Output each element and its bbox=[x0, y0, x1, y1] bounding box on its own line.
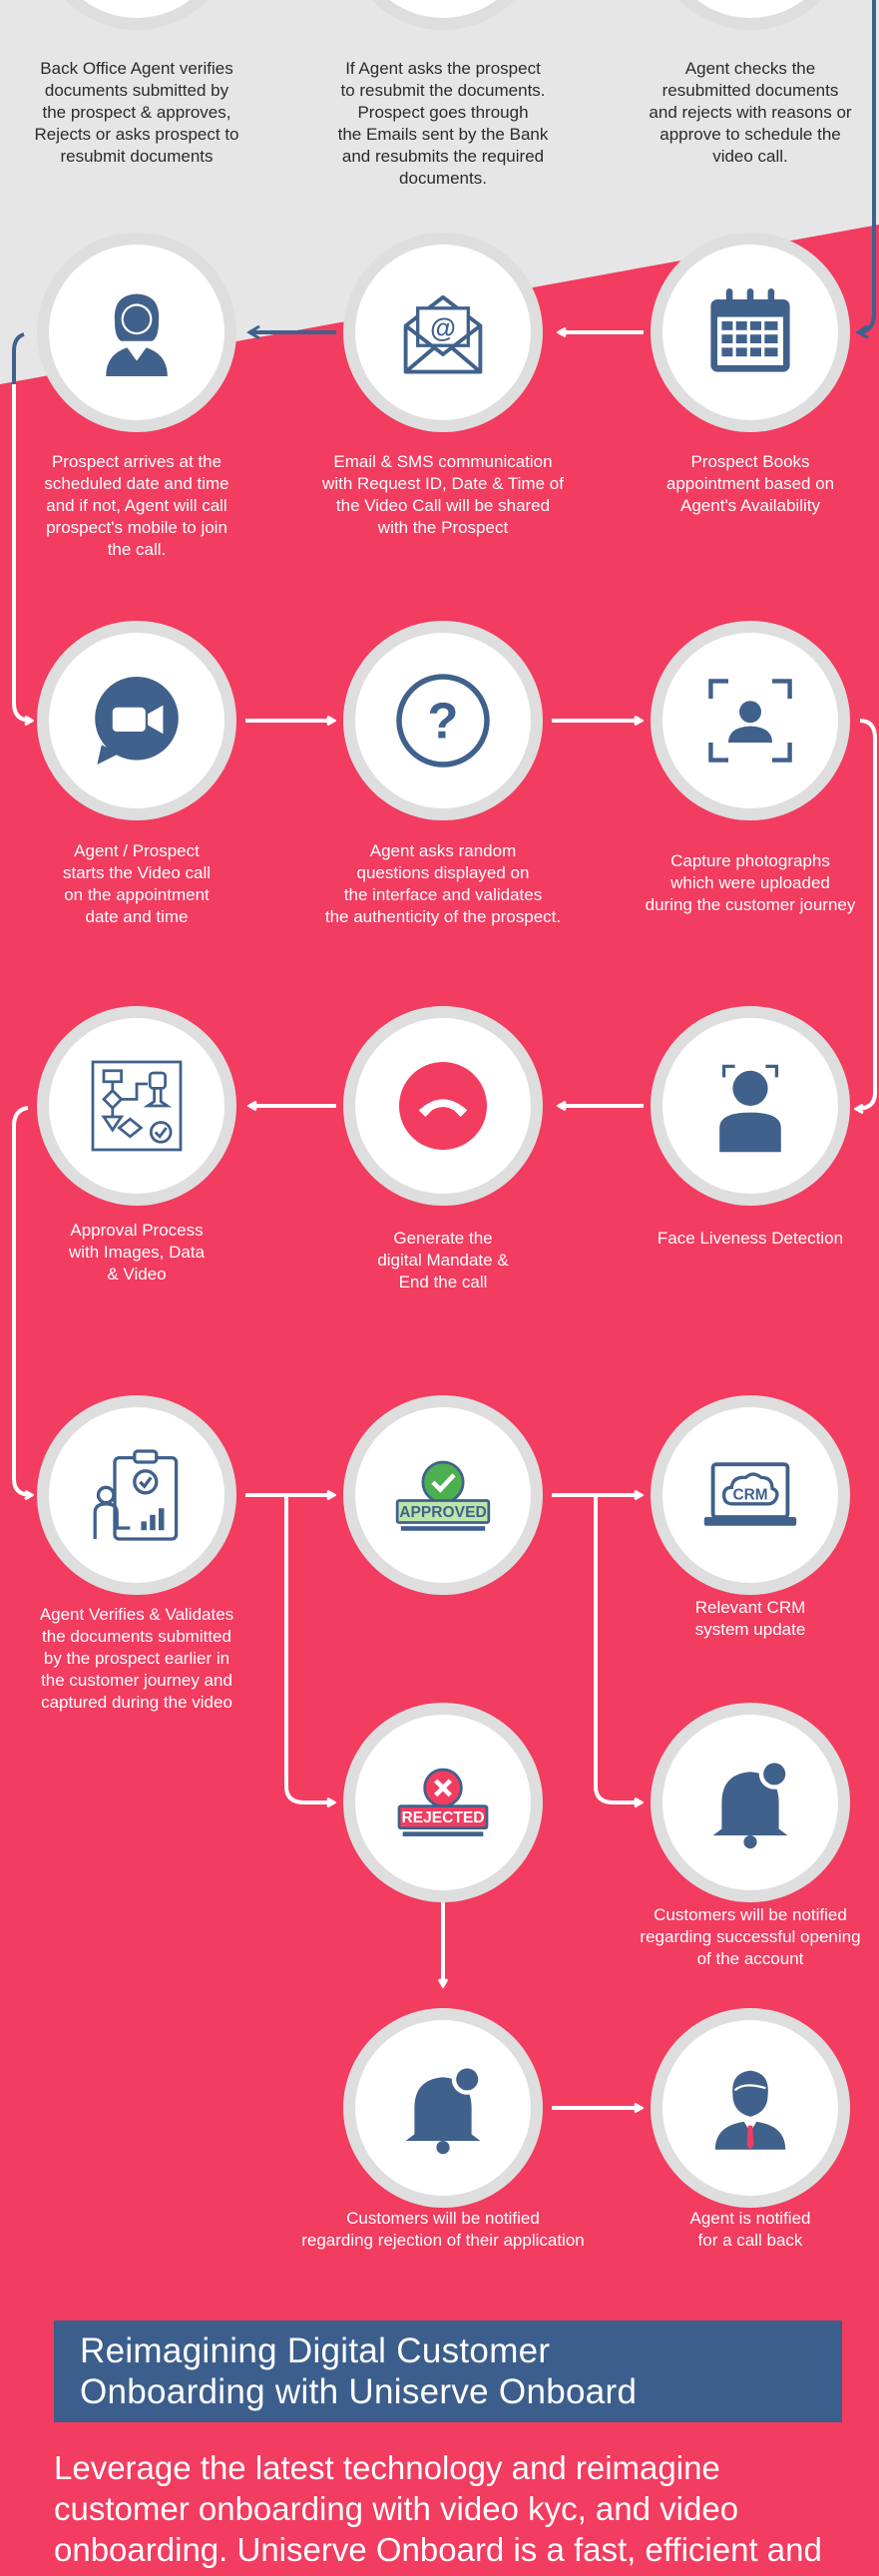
clipboard-validate-icon bbox=[93, 1449, 179, 1541]
arrow-approved-to-notify bbox=[594, 1495, 642, 1803]
agent-male-icon bbox=[714, 2070, 786, 2150]
arrow-validate-to-rejected bbox=[284, 1495, 334, 1803]
node-crm: CRM bbox=[651, 1395, 850, 1595]
arrow-approval-to-validate bbox=[12, 1106, 32, 1495]
caption-agent-checks-resubmitted: Agent checks the resubmitted documents a… bbox=[649, 59, 852, 166]
caption-email-sms: Email & SMS communication with Request I… bbox=[322, 452, 564, 537]
node-calendar bbox=[651, 233, 850, 432]
approval-flow-icon bbox=[91, 1060, 183, 1152]
photo-capture-icon bbox=[708, 679, 792, 763]
video-call-icon bbox=[95, 677, 179, 765]
node-approved: APPROVED bbox=[343, 1395, 543, 1595]
arrow-capture-to-liveness bbox=[856, 719, 877, 1109]
node-approval-process bbox=[37, 1006, 236, 1206]
caption-notified-rejection: Customers will be notified regarding rej… bbox=[301, 2209, 585, 2250]
banner-title: Reimagining Digital Customer Onboarding … bbox=[80, 2331, 638, 2411]
section-banner: Reimagining Digital Customer Onboarding … bbox=[54, 2320, 842, 2422]
caption-random-questions: Agent asks random questions displayed on… bbox=[324, 841, 562, 926]
caption-resubmit-documents: If Agent asks the prospect to resubmit t… bbox=[337, 59, 549, 188]
node-question: ? bbox=[343, 621, 543, 820]
caption-notified-success: Customers will be notified regarding suc… bbox=[640, 1905, 861, 1968]
node-face-liveness bbox=[651, 1006, 850, 1206]
face-liveness-icon bbox=[719, 1064, 781, 1153]
node-notify-success bbox=[651, 1703, 850, 1902]
rejected-stamp-text: REJECTED bbox=[401, 1809, 484, 1826]
email-icon: @ bbox=[403, 294, 483, 374]
svg-text:@: @ bbox=[430, 312, 456, 342]
svg-text:?: ? bbox=[428, 693, 459, 750]
caption-agent-verifies: Agent Verifies & Validates the documents… bbox=[39, 1605, 234, 1712]
node-photo-capture bbox=[651, 621, 850, 820]
caption-starts-video-call: Agent / Prospect starts the Video call o… bbox=[62, 841, 212, 926]
caption-prospect-arrives: Prospect arrives at the scheduled date a… bbox=[44, 452, 229, 559]
top-node-2 bbox=[343, 0, 543, 30]
caption-backoffice-verifies: Back Office Agent verifies documents sub… bbox=[34, 59, 239, 166]
crm-icon: CRM bbox=[703, 1462, 797, 1526]
end-call-icon bbox=[399, 1062, 487, 1150]
caption-agent-notified: Agent is notified for a call back bbox=[689, 2209, 811, 2250]
calendar-icon bbox=[710, 288, 790, 372]
caption-crm-update: Relevant CRM system update bbox=[694, 1598, 806, 1639]
crm-label: CRM bbox=[732, 1486, 767, 1503]
bell-notification-icon bbox=[712, 1759, 790, 1849]
node-end-call bbox=[343, 1006, 543, 1206]
arrow-left-edge-top bbox=[12, 332, 25, 384]
caption-capture-photographs: Capture photographs which were uploaded … bbox=[645, 851, 856, 914]
agent-icon bbox=[106, 293, 168, 376]
node-rejected: REJECTED bbox=[343, 1703, 543, 1902]
caption-books-appointment: Prospect Books appointment based on Agen… bbox=[665, 452, 835, 515]
approved-stamp-icon: APPROVED bbox=[395, 1460, 491, 1531]
question-icon: ? bbox=[396, 674, 490, 768]
caption-approval-process: Approval Process with Images, Data & Vid… bbox=[68, 1221, 206, 1284]
caption-generate-mandate: Generate the digital Mandate & End the c… bbox=[377, 1229, 509, 1291]
node-notify-rejection bbox=[343, 2008, 543, 2208]
approved-stamp-text: APPROVED bbox=[399, 1504, 486, 1521]
node-email: @ bbox=[343, 233, 543, 432]
node-agent-validates bbox=[37, 1395, 236, 1595]
node-agent-notified bbox=[651, 2008, 850, 2208]
rejected-stamp-icon: REJECTED bbox=[397, 1768, 489, 1836]
node-agent bbox=[37, 233, 236, 432]
lead-paragraph: Leverage the latest technology and reima… bbox=[54, 2449, 822, 2568]
arrow-right-edge-down bbox=[858, 0, 876, 332]
node-video-call bbox=[37, 621, 236, 820]
arrow-agent-to-video bbox=[12, 384, 32, 721]
bell-notification-icon bbox=[405, 2064, 483, 2155]
caption-face-liveness: Face Liveness Detection bbox=[657, 1229, 844, 1248]
